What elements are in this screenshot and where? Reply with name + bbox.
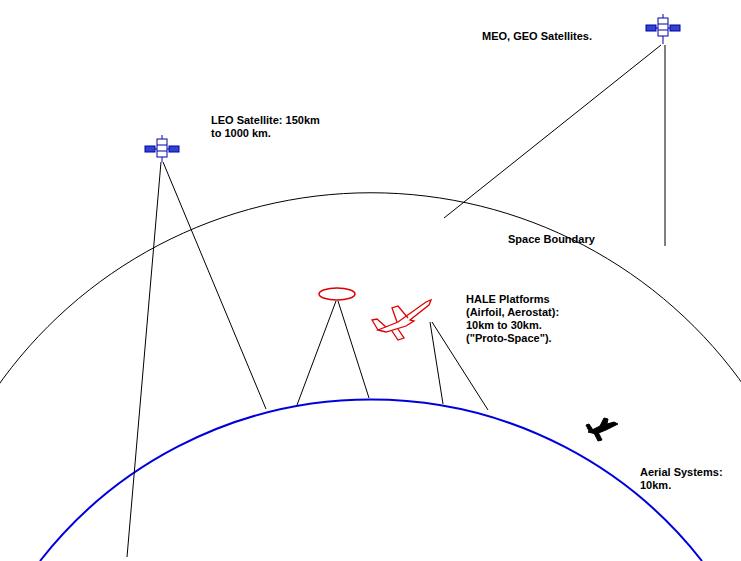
geo-satellite-icon [646, 14, 680, 44]
platform-label: Aerial Systems: 10km. [640, 466, 736, 492]
aerostat-coverage-lines [297, 301, 369, 405]
aerial-aircraft [586, 418, 618, 441]
hale-aircraft [372, 300, 431, 340]
platform-label: HALE Platforms (Airfoil, Aerostat): 10km… [466, 293, 584, 345]
orbit-label: LEO Satellite: 150km to 1000 km. [211, 114, 323, 140]
boundary-label: Space Boundary [508, 233, 618, 246]
leo-satellite-icon [145, 135, 179, 162]
space-boundary-arc [0, 193, 741, 390]
leo-coverage-lines [127, 162, 266, 557]
geo-coverage-lines [444, 45, 665, 246]
earth-surface [40, 400, 702, 561]
orbit-label: MEO, GEO Satellites. [482, 30, 632, 43]
aerostat [319, 288, 355, 300]
